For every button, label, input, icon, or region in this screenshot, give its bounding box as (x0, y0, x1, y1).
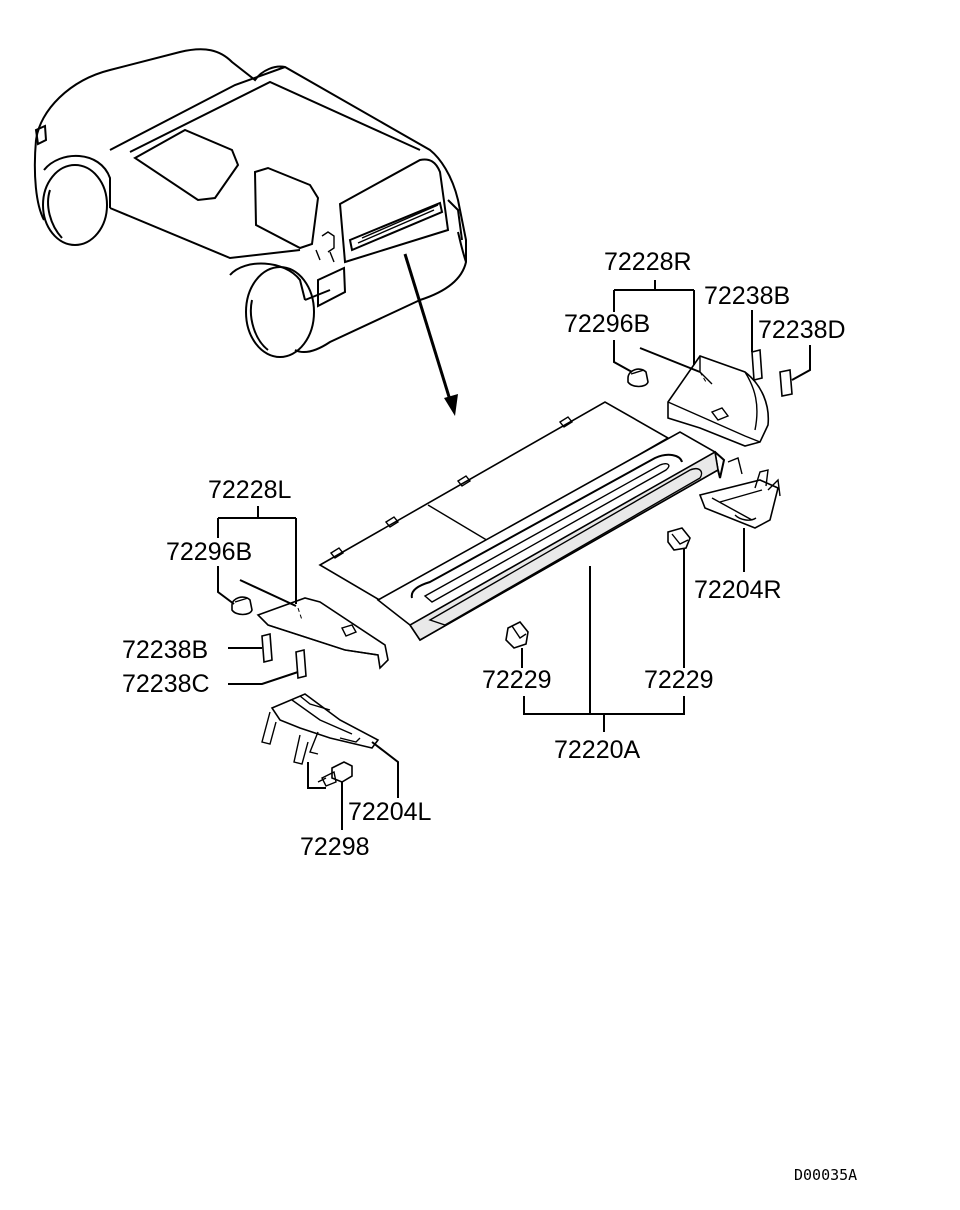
label-72238B-right: 72238B (704, 282, 790, 310)
clip-right (667, 527, 691, 551)
label-72298: 72298 (300, 833, 370, 861)
label-72296B-left: 72296B (166, 538, 252, 566)
label-72228R: 72228R (604, 248, 692, 276)
bolt (317, 761, 353, 787)
package-tray (318, 401, 726, 642)
left-bracket (261, 693, 380, 765)
right-pads (751, 348, 793, 397)
label-72296B-right: 72296B (564, 310, 650, 338)
label-72229-left: 72229 (482, 666, 552, 694)
label-72204R: 72204R (694, 576, 782, 604)
right-bracket (698, 457, 781, 529)
label-72238C: 72238C (122, 670, 210, 698)
label-72238B-left: 72238B (122, 636, 208, 664)
clip-left (505, 620, 529, 649)
label-72229-right: 72229 (644, 666, 714, 694)
left-pads (261, 632, 307, 680)
label-72204L: 72204L (348, 798, 432, 826)
label-72228L: 72228L (208, 476, 292, 504)
left-grommet (231, 596, 253, 616)
left-side-cover (256, 597, 389, 670)
drawing-code: D00035A (794, 1166, 857, 1184)
part-labels: 72228R 72238B 72238D 72296B 72228L 72296… (122, 248, 846, 861)
label-72238D: 72238D (758, 316, 846, 344)
vehicle-illustration (33, 48, 467, 358)
direction-arrow (403, 253, 458, 416)
label-72220A: 72220A (554, 736, 641, 764)
leader-lines (217, 280, 811, 830)
